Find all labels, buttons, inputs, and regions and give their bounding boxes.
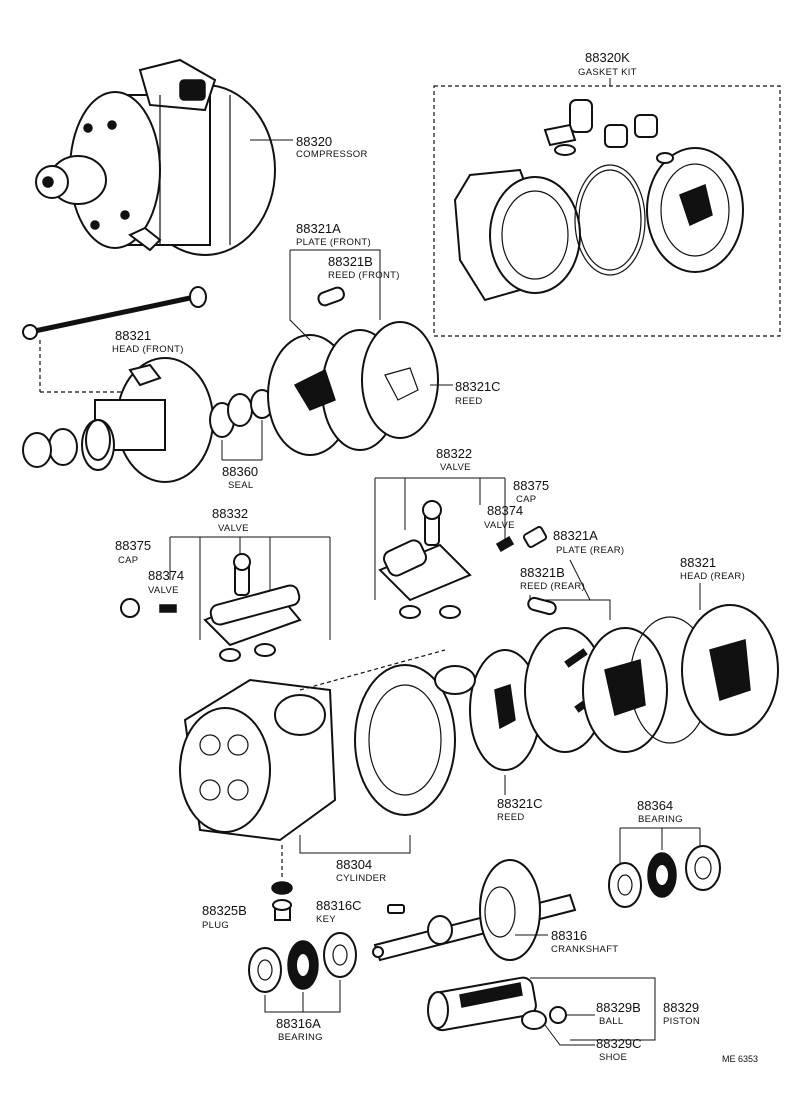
reed-c-number: 88321C bbox=[455, 379, 501, 394]
valve-left-number: 88332 bbox=[212, 506, 248, 521]
crankshaft-label: CRANKSHAFT bbox=[551, 944, 618, 955]
ball-number: 88329B bbox=[596, 1000, 641, 1015]
bearing-right-label: BEARING bbox=[638, 814, 683, 825]
cap-right-number: 88375 bbox=[513, 478, 549, 493]
plug-parts bbox=[271, 845, 293, 921]
valve-left-parts bbox=[120, 553, 302, 662]
key-number: 88316C bbox=[316, 898, 362, 913]
seal-parts: 88360 SEAL bbox=[209, 389, 274, 491]
bearing-left-parts bbox=[248, 932, 357, 993]
reed-c2-label: REED bbox=[497, 812, 525, 823]
cap-right-label: CAP bbox=[516, 494, 536, 505]
compressor-number: 88320 bbox=[296, 134, 332, 149]
valve-small-left-number: 88374 bbox=[148, 568, 184, 583]
seal-number: 88360 bbox=[222, 464, 258, 479]
seal-label: SEAL bbox=[228, 480, 254, 491]
plate-front-label: PLATE (FRONT) bbox=[296, 237, 371, 248]
valve-small-right-parts bbox=[495, 526, 548, 552]
plate-rear-label: PLATE (REAR) bbox=[556, 545, 624, 556]
ball-label: BALL bbox=[599, 1016, 623, 1027]
valve-small-right-label: VALVE bbox=[484, 520, 515, 531]
reed-front-number: 88321B bbox=[328, 254, 373, 269]
head-front-label: HEAD (FRONT) bbox=[112, 344, 184, 355]
gasket-kit-box bbox=[433, 85, 781, 337]
reed-rear-label: REED (REAR) bbox=[520, 581, 585, 592]
bearing-left-label: BEARING bbox=[278, 1032, 323, 1043]
piston-label: PISTON bbox=[663, 1016, 700, 1027]
valve-left-label: VALVE bbox=[218, 523, 249, 534]
key-part bbox=[387, 904, 405, 914]
reed-front-label: REED (FRONT) bbox=[328, 270, 400, 281]
reed-c2-number: 88321C bbox=[497, 796, 543, 811]
reed-rear-part bbox=[527, 596, 557, 616]
valve-right-number: 88322 bbox=[436, 446, 472, 461]
reed-rear-number: 88321B bbox=[520, 565, 565, 580]
reed-c-label: REED bbox=[455, 396, 483, 407]
plug-label: PLUG bbox=[202, 920, 229, 931]
plug-number: 88325B bbox=[202, 903, 247, 918]
cap-left-number: 88375 bbox=[115, 538, 151, 553]
plate-front bbox=[267, 286, 439, 456]
bearing-right-parts bbox=[608, 845, 721, 908]
reference-code: ME 6353 bbox=[722, 1054, 758, 1064]
plate-rear-number: 88321A bbox=[553, 528, 598, 543]
shoe-label: SHOE bbox=[599, 1052, 627, 1063]
head-rear-label: HEAD (REAR) bbox=[680, 571, 745, 582]
cap-left-label: CAP bbox=[118, 555, 138, 566]
piston-parts bbox=[427, 976, 567, 1032]
valve-right-parts bbox=[378, 500, 472, 619]
piston-number: 88329 bbox=[663, 1000, 699, 1015]
head-front-number: 88321 bbox=[115, 328, 151, 343]
gasket-kit-parts bbox=[453, 99, 744, 302]
front-head bbox=[22, 357, 214, 483]
gasket-kit-number: 88320K bbox=[585, 50, 630, 65]
compressor-assembly bbox=[35, 58, 276, 256]
plate-front-number: 88321A bbox=[296, 221, 341, 236]
compressor-label: COMPRESSOR bbox=[296, 149, 368, 160]
cylinder bbox=[179, 649, 476, 842]
bearing-left-number: 88316A bbox=[276, 1016, 321, 1031]
rear-head-group bbox=[469, 604, 779, 771]
shoe-number: 88329C bbox=[596, 1036, 642, 1051]
crankshaft-number: 88316 bbox=[551, 928, 587, 943]
valve-small-left-label: VALVE bbox=[148, 585, 179, 596]
compressor-callout: 88320 COMPRESSOR bbox=[250, 134, 368, 160]
head-rear-number: 88321 bbox=[680, 555, 716, 570]
cylinder-label: CYLINDER bbox=[336, 873, 386, 884]
bearing-right-number: 88364 bbox=[637, 798, 673, 813]
valve-right-label: VALVE bbox=[440, 462, 471, 473]
through-bolt bbox=[22, 286, 207, 393]
cylinder-number: 88304 bbox=[336, 857, 372, 872]
valve-small-right-number: 88374 bbox=[487, 503, 523, 518]
gasket-kit-label: GASKET KIT bbox=[578, 67, 637, 78]
key-label: KEY bbox=[316, 914, 336, 925]
